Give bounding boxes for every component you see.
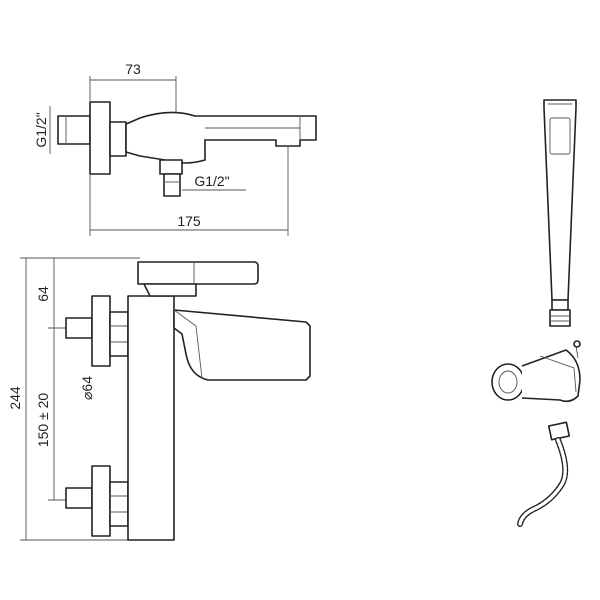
front-view: 244 64 150 ± 20 ⌀64	[7, 257, 311, 541]
inlet-label-side: G1/2"	[33, 112, 49, 147]
front-handle-base	[143, 283, 197, 297]
accessories	[491, 99, 581, 527]
front-lower-nut	[109, 481, 129, 527]
top-wall-flange	[89, 101, 111, 175]
front-upper-inlet-pipe	[65, 317, 93, 339]
front-body	[127, 295, 175, 541]
dim-label-diameter: ⌀64	[79, 376, 95, 400]
dim-label-244: 244	[7, 386, 23, 410]
dim-label-73: 73	[125, 61, 141, 77]
wall-bracket	[491, 340, 581, 403]
dim-label-175: 175	[177, 213, 201, 229]
front-upper-flange	[91, 295, 111, 367]
dim-label-150: 150 ± 20	[35, 393, 51, 448]
top-spout	[195, 115, 317, 147]
top-view: 73 175 G1/2" G1/2"	[33, 61, 317, 236]
top-lower-nut	[159, 159, 183, 175]
hand-shower	[543, 99, 577, 327]
hose-nut	[547, 421, 571, 441]
top-body	[125, 111, 206, 164]
hand-shower-connector	[549, 309, 571, 327]
top-lower-inlet	[163, 173, 181, 197]
hose	[517, 421, 571, 527]
front-upper-nut	[109, 311, 129, 357]
front-spout	[173, 309, 311, 381]
dim-label-64: 64	[35, 286, 51, 302]
top-nut	[109, 121, 127, 157]
top-inlet-pipe	[57, 115, 91, 145]
front-lower-flange	[91, 465, 111, 537]
front-lower-inlet-pipe	[65, 487, 93, 509]
inlet-label-bottom: G1/2"	[194, 173, 229, 189]
bracket-screw-icon	[573, 340, 581, 348]
front-handle	[137, 261, 259, 285]
